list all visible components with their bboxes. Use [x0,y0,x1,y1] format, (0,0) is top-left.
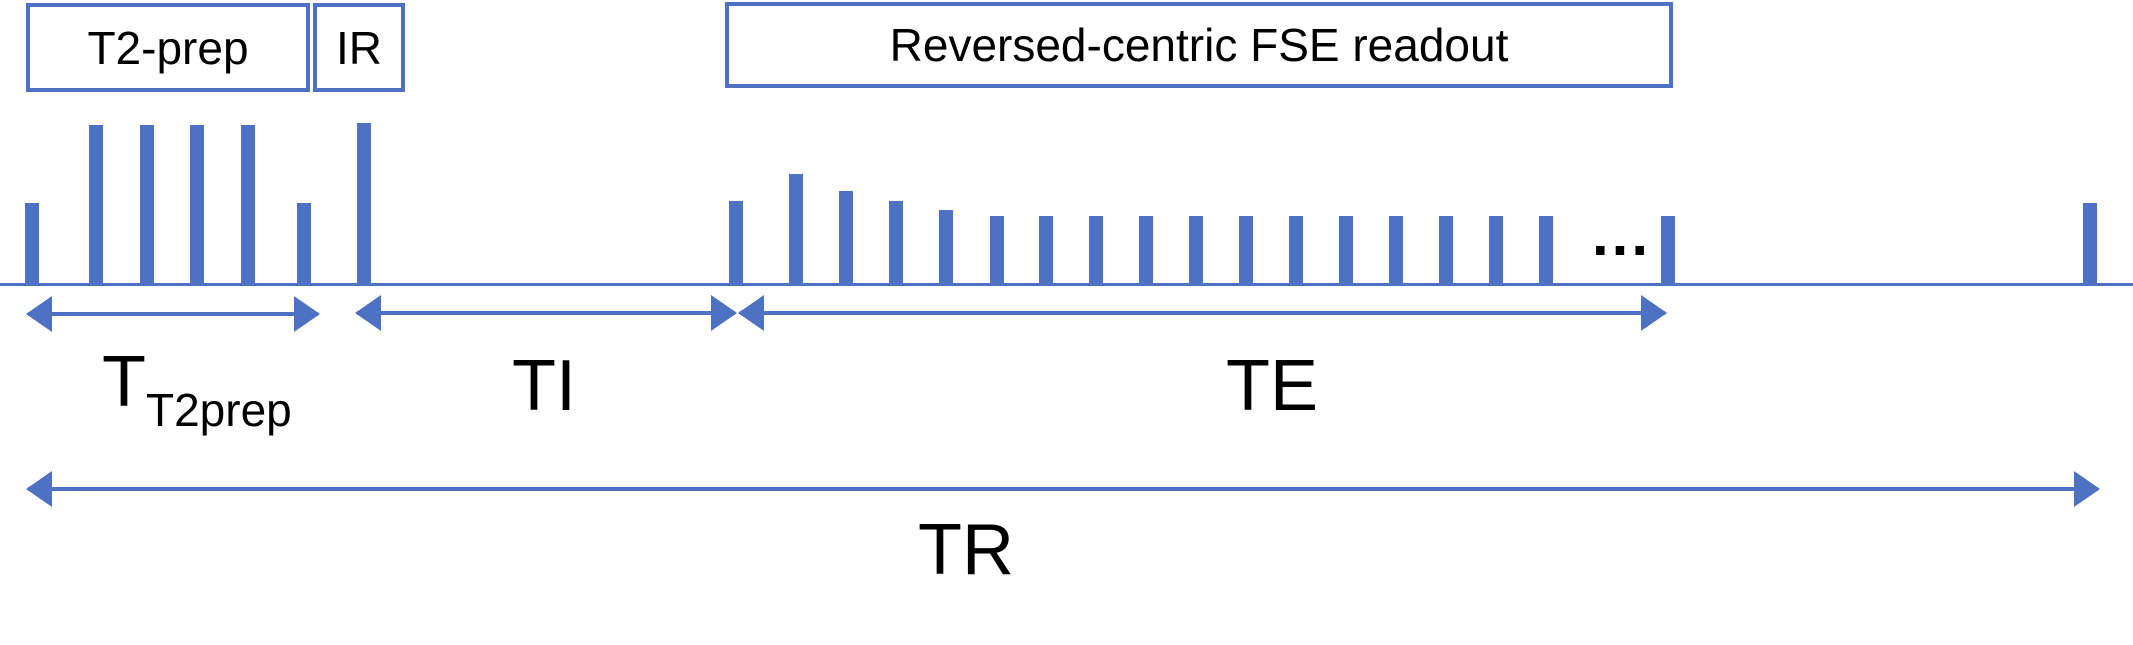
pulse-fse [1089,216,1103,286]
pulse-fse [1189,216,1203,286]
arrow-head-left-icon [26,296,52,332]
arrow-line [28,312,318,316]
ir-box: IR [313,3,405,92]
pulse-fse [1039,216,1053,286]
pulse-fse [729,201,743,286]
pulse-fse [1289,216,1303,286]
pulse-t2prep [241,125,255,286]
fse-readout-box-label: Reversed-centric FSE readout [889,19,1509,71]
arrow-head-right-icon [294,296,320,332]
arrow-line [28,487,2098,491]
pulse-fse [990,216,1004,286]
t2prep-interval-label-main: T [102,342,146,422]
pulse-fse [789,174,803,286]
pulse-t2prep [140,125,154,286]
ir-box-label: IR [336,21,382,74]
ti-duration-arrow [355,295,737,331]
pulse-t2prep [89,125,103,286]
ti-interval-label: TI [512,346,576,426]
pulse-t2prep [190,125,204,286]
arrow-head-left-icon [738,295,764,331]
arrow-head-right-icon [711,295,737,331]
pulse-fse [939,210,953,286]
arrow-line [740,311,1665,315]
t2prep-box: T2-prep [26,3,310,92]
pulse-fse [1539,216,1553,286]
tr-interval-label: TR [918,510,1014,590]
te-duration-arrow [738,295,1667,331]
pulse-fse [1339,216,1353,286]
pulse-t2prep [25,203,39,286]
pulse-next-tr [2083,203,2097,286]
arrow-line [357,311,735,315]
arrow-head-right-icon [1641,295,1667,331]
pulse-fse [889,201,903,286]
timeline-baseline [0,283,2133,286]
pulse-fse [1661,216,1675,286]
pulse-fse [1489,216,1503,286]
arrow-head-left-icon [26,471,52,507]
pulse-t2prep [297,203,311,286]
arrow-head-right-icon [2074,471,2100,507]
te-interval-label: TE [1226,346,1319,426]
t2prep-duration-arrow [26,296,320,332]
t2prep-box-label: T2-prep [87,21,249,74]
pulse-fse [1389,216,1403,286]
pulse-ir [357,123,371,286]
arrow-head-left-icon [355,295,381,331]
pulse-fse [1239,216,1253,286]
pulse-fse [839,191,853,286]
pulse-fse [1439,216,1453,286]
pulse-fse [1139,216,1153,286]
t2prep-interval-label: TT2prep [102,346,292,433]
tr-duration-arrow [26,471,2100,507]
fse-readout-box: Reversed-centric FSE readout [725,2,1673,88]
t2prep-interval-label-subscript: T2prep [145,384,292,436]
ellipsis-label: ... [1592,201,1652,268]
